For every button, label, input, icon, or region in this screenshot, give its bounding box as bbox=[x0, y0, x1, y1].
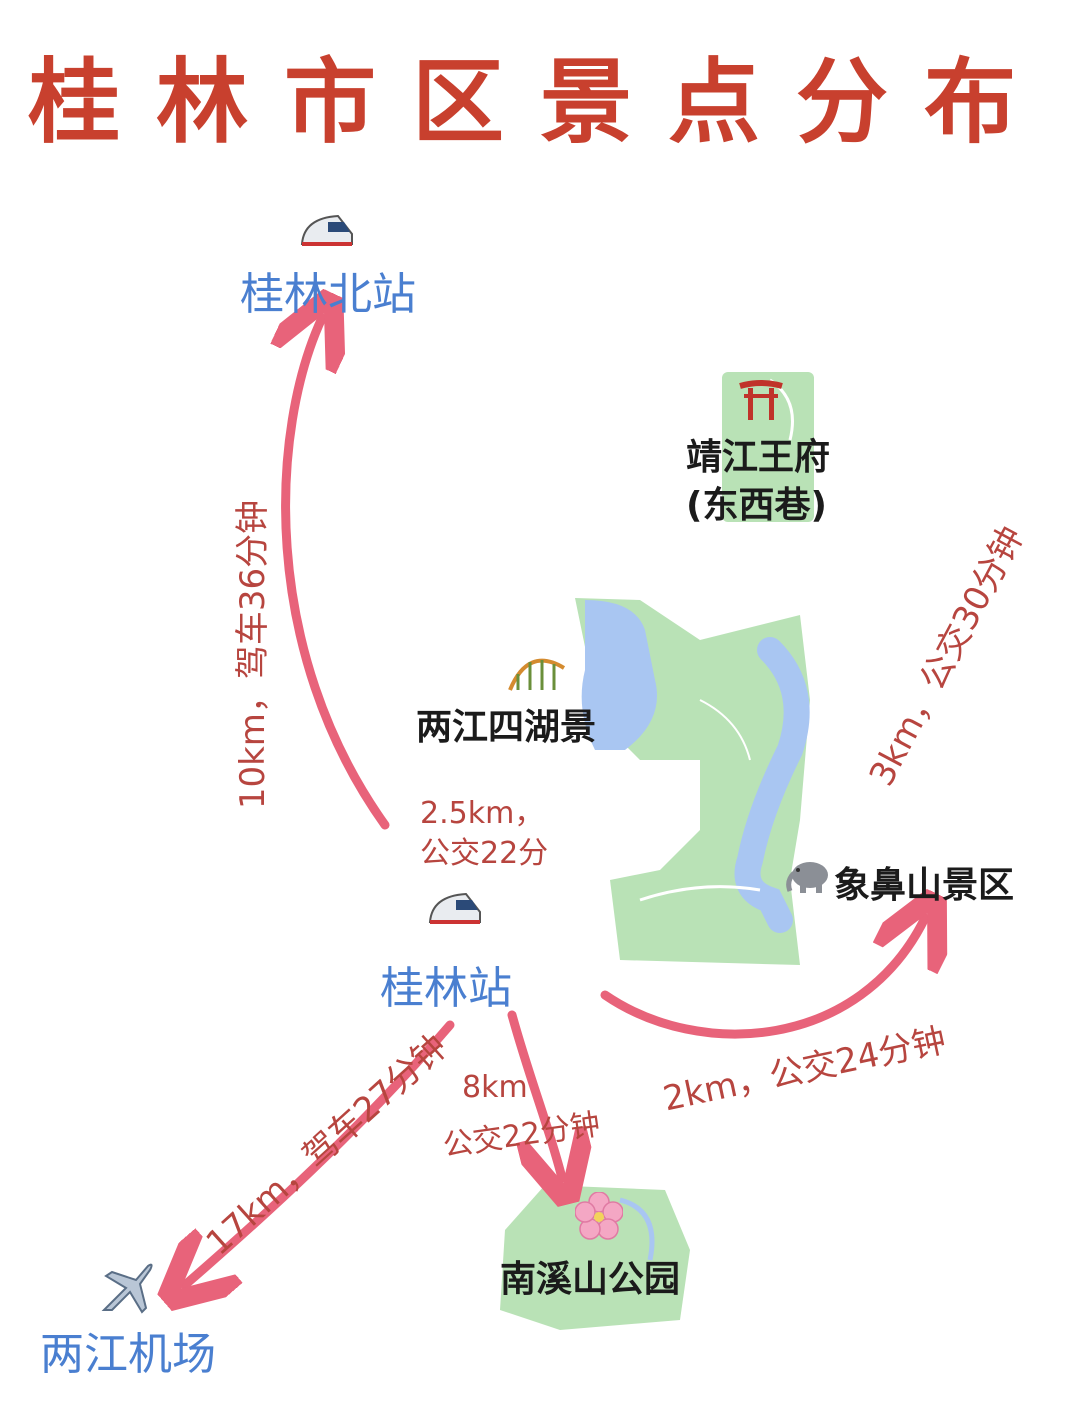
main-station-label: 桂林站 bbox=[380, 963, 512, 1014]
arrow-to-xiangbi bbox=[600, 918, 925, 1039]
nanxi-label: 南溪山公园 bbox=[500, 1259, 681, 1300]
arrow-to-north-station bbox=[286, 318, 390, 830]
page-title: 桂林市区景点分布 bbox=[27, 48, 1052, 156]
train-icon bbox=[426, 888, 484, 932]
arrow-to-nanxi bbox=[507, 1010, 562, 1178]
route-sihu-label-1: 2.5km， bbox=[420, 796, 545, 831]
train-icon bbox=[298, 210, 356, 254]
elephant-icon bbox=[784, 855, 832, 899]
sihu-label: 两江四湖景 bbox=[416, 707, 597, 748]
xiangbi-label: 象鼻山景区 bbox=[834, 865, 1015, 906]
jingjiang-sub-label: (东西巷) bbox=[686, 485, 827, 526]
jingjiang-label: 靖江王府 bbox=[686, 437, 831, 478]
torii-gate-icon bbox=[738, 378, 784, 426]
nanxi-map-area bbox=[500, 1185, 690, 1330]
central-map-area bbox=[575, 598, 810, 965]
airport-label: 两江机场 bbox=[40, 1329, 216, 1380]
north-station-label: 桂林北站 bbox=[240, 269, 416, 320]
cherry-blossom-icon bbox=[574, 1191, 624, 1244]
route-nanxi-label-1: 8km bbox=[462, 1070, 528, 1105]
route-north-label: 10km，驾车36分钟 bbox=[233, 499, 274, 810]
route-sihu-label-2: 公交22分 bbox=[420, 836, 549, 871]
airplane-icon bbox=[96, 1258, 156, 1318]
arrow-to-airport bbox=[185, 1020, 455, 1285]
roller-coaster-icon bbox=[508, 650, 566, 696]
